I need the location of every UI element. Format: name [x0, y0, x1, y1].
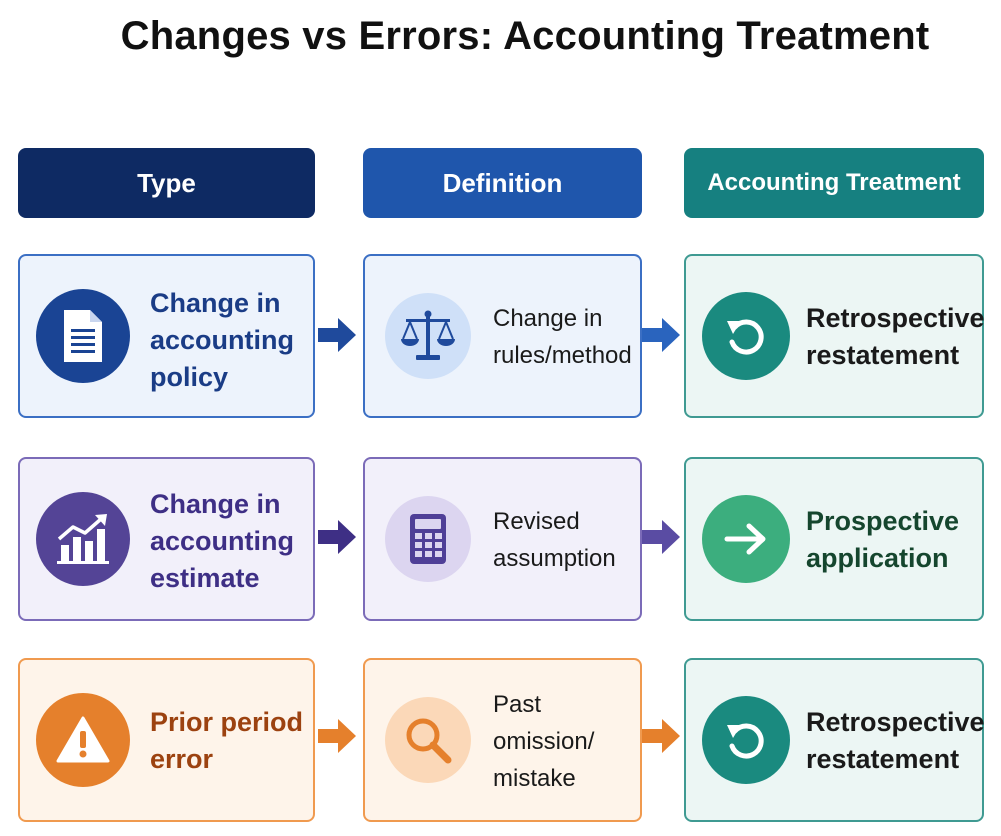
- arrow-right-icon: [642, 719, 680, 753]
- definition-label: Past omission/ mistake: [493, 691, 595, 792]
- arrow-right-icon: [642, 520, 680, 554]
- type-label: Prior period error: [150, 707, 304, 774]
- type-label: Change in accounting estimate: [150, 489, 295, 593]
- scales-icon: [385, 293, 471, 379]
- definition-card-rules-method: Change in rules/method: [363, 254, 642, 418]
- header-accounting-treatment: Accounting Treatment: [684, 148, 984, 218]
- undo-icon: [702, 292, 790, 380]
- type-card-accounting-estimate: Change in accounting estimate: [18, 457, 315, 621]
- type-label: Change in accounting policy: [150, 288, 295, 392]
- type-card-prior-period-error: Prior period error: [18, 658, 315, 822]
- arrow-right-icon: [318, 318, 356, 352]
- arrow-right-icon: [318, 520, 356, 554]
- definition-label: Change in rules/method: [493, 305, 632, 369]
- header-type: Type: [18, 148, 315, 218]
- arrow-right-icon: [702, 495, 790, 583]
- arrow-right-icon: [318, 719, 356, 753]
- definition-card-past-omission: Past omission/ mistake: [363, 658, 642, 822]
- header-definition: Definition: [363, 148, 642, 218]
- treatment-label: Retrospective restatement: [806, 707, 985, 774]
- arrow-right-icon: [642, 318, 680, 352]
- definition-label: Revised assumption: [493, 508, 616, 572]
- document-icon: [36, 289, 130, 383]
- undo-icon: [702, 696, 790, 784]
- treatment-label: Prospective application: [806, 506, 960, 573]
- calculator-icon: [385, 496, 471, 582]
- definition-card-revised-assumption: Revised assumption: [363, 457, 642, 621]
- growth-chart-icon: [36, 492, 130, 586]
- treatment-card-retrospective-restatement: Retrospective restatement: [684, 658, 985, 822]
- warning-icon: [36, 693, 130, 787]
- treatment-label: Retrospective restatement: [806, 303, 985, 370]
- magnifier-icon: [385, 697, 471, 783]
- type-card-accounting-policy: Change in accounting policy: [18, 254, 315, 418]
- page-title: Changes vs Errors: Accounting Treatment: [120, 14, 930, 58]
- treatment-card-prospective-application: Prospective application: [684, 457, 984, 621]
- treatment-card-retrospective-restatement: Retrospective restatement: [684, 254, 985, 418]
